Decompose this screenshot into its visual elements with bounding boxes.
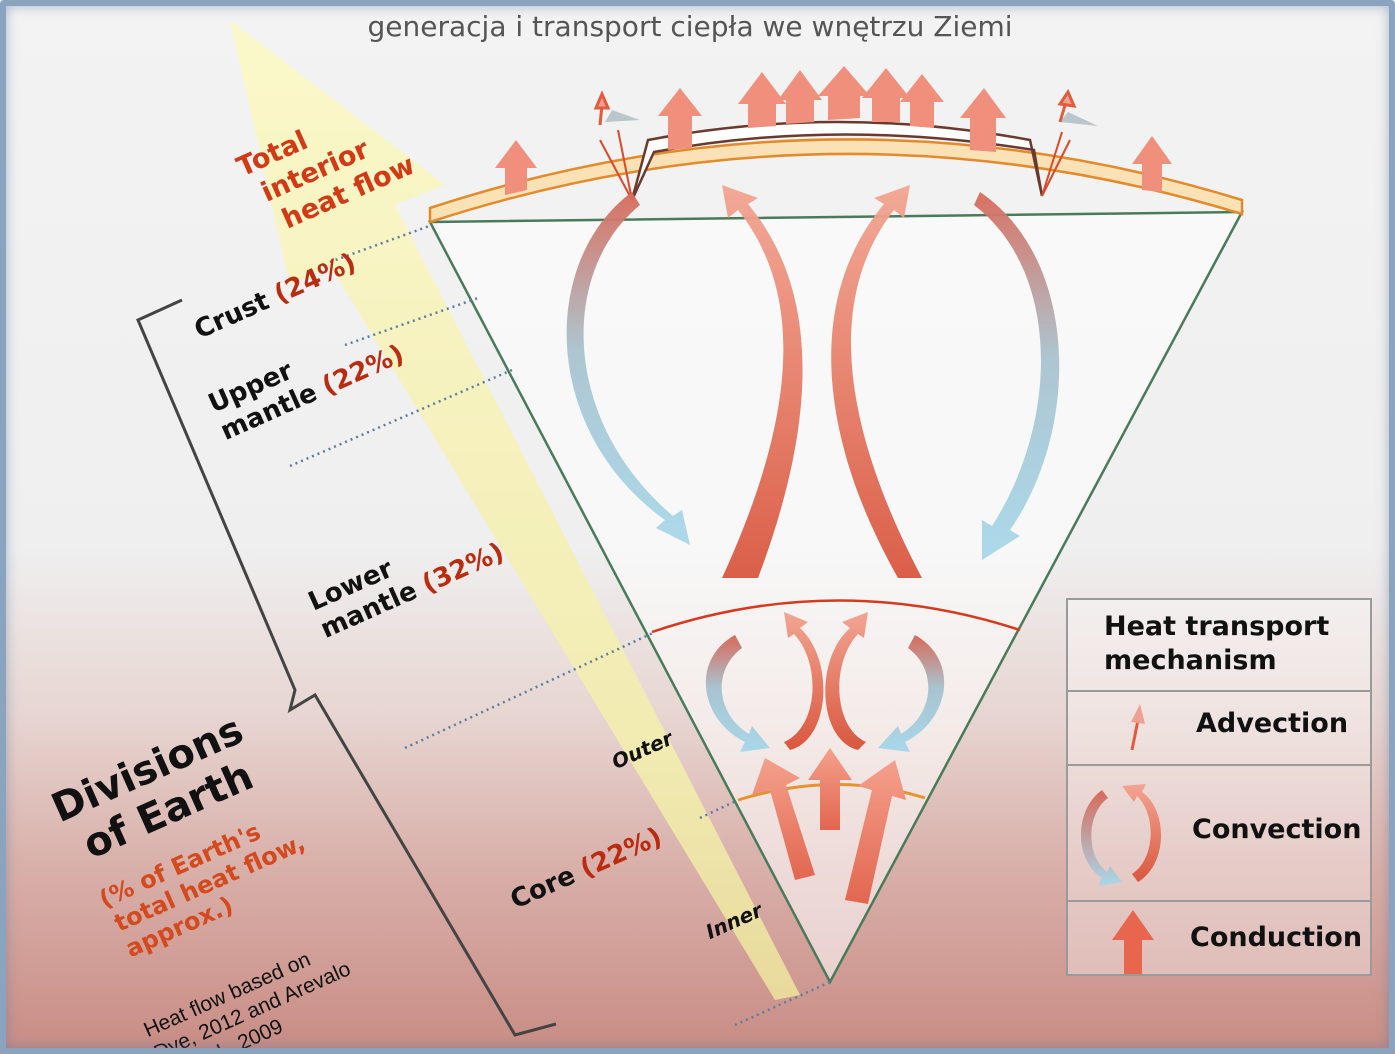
page-title: generacja i transport ciepła we wnętrzu … <box>0 10 1380 43</box>
legend-box: Heat transport mechanism Advection Conve… <box>1066 598 1372 976</box>
volcano-left <box>605 110 640 122</box>
legend-title: Heat transport mechanism <box>1104 610 1329 678</box>
convection-icon <box>1072 770 1182 900</box>
legend-convection-label: Convection <box>1192 814 1361 845</box>
conduction-icon <box>1108 906 1158 976</box>
volcano-right <box>1060 112 1098 126</box>
legend-title-line2: mechanism <box>1104 644 1329 678</box>
legend-advection-label: Advection <box>1196 708 1348 739</box>
legend-title-line1: Heat transport <box>1104 610 1329 644</box>
legend-row-convection: Convection <box>1068 764 1370 902</box>
advection-icon <box>1118 698 1158 758</box>
legend-row-conduction: Conduction <box>1068 900 1370 978</box>
crust-band <box>430 139 1242 222</box>
legend-conduction-label: Conduction <box>1190 922 1362 953</box>
legend-row-advection: Advection <box>1068 690 1370 766</box>
